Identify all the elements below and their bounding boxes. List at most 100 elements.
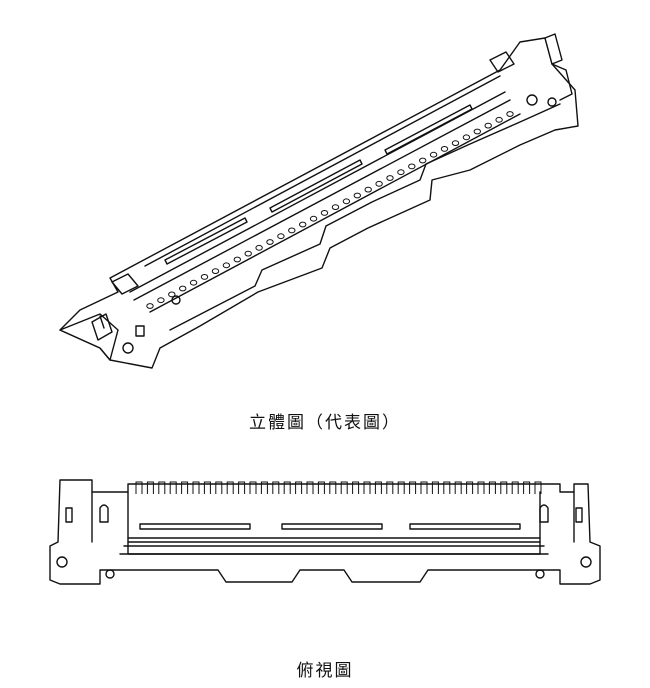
contact-pin xyxy=(157,297,165,304)
comb-tooth xyxy=(192,481,200,494)
comb-tooth xyxy=(340,481,348,494)
contact-pin xyxy=(484,122,492,129)
contact-pin xyxy=(146,303,154,309)
comb-tooth xyxy=(146,481,154,494)
comb-tooth xyxy=(317,481,325,494)
contact-pin xyxy=(309,215,318,222)
right-clip xyxy=(575,507,583,523)
comb-tooth xyxy=(386,481,394,494)
back-ridge xyxy=(144,75,501,267)
contact-pin xyxy=(440,146,449,152)
top-slot-middle xyxy=(281,523,383,530)
right-latch-window xyxy=(489,51,515,73)
comb-tooth xyxy=(238,481,246,494)
upper-slot-middle xyxy=(269,159,363,213)
comb-tooth xyxy=(306,481,314,494)
contact-pin xyxy=(375,180,383,187)
comb-tooth xyxy=(329,481,337,494)
right-latch-window-top xyxy=(539,504,549,523)
comb-tooth xyxy=(158,481,166,494)
contact-pin xyxy=(495,116,503,123)
contact-pin xyxy=(451,140,460,146)
comb-tooth xyxy=(272,481,280,494)
contact-pin xyxy=(397,169,405,176)
comb-tooth xyxy=(203,481,211,494)
right-end-bracket xyxy=(551,63,573,101)
comb-tooth xyxy=(283,481,291,494)
contact-pin xyxy=(364,186,372,193)
contact-pin xyxy=(299,221,307,228)
comb-tooth xyxy=(215,481,223,494)
contact-pin xyxy=(277,233,285,240)
upper-slot-left xyxy=(164,217,248,265)
comb-tooth xyxy=(500,481,508,494)
top-pin-comb xyxy=(135,481,542,494)
comb-tooth xyxy=(466,481,474,494)
comb-tooth xyxy=(374,481,382,494)
comb-tooth xyxy=(169,481,177,494)
contact-pin xyxy=(353,192,361,199)
comb-tooth xyxy=(477,481,485,494)
contact-pin xyxy=(320,210,329,216)
contact-pin xyxy=(200,274,209,280)
top-slot-right xyxy=(409,523,521,530)
contact-pin xyxy=(266,239,274,245)
contact-pin xyxy=(429,151,438,158)
comb-tooth xyxy=(488,481,496,494)
comb-tooth xyxy=(135,481,143,494)
perspective-caption: 立體圖（代表圖） xyxy=(249,413,401,433)
comb-tooth xyxy=(363,481,371,494)
comb-tooth xyxy=(523,481,531,494)
comb-tooth xyxy=(534,481,542,494)
contact-pin xyxy=(408,163,416,170)
comb-tooth xyxy=(226,481,234,494)
comb-tooth xyxy=(443,481,451,494)
left-clip xyxy=(65,507,73,523)
contact-pin xyxy=(189,279,198,286)
right-upper-hole xyxy=(526,94,538,106)
perspective-drawing-svg xyxy=(59,33,579,369)
contact-pin-row xyxy=(146,111,514,309)
contact-pin xyxy=(419,157,427,164)
right-inner-hole-top xyxy=(535,569,545,579)
contact-pin xyxy=(233,256,242,263)
comb-tooth xyxy=(420,481,428,494)
comb-tooth xyxy=(511,481,519,494)
left-mount-hole xyxy=(122,342,134,354)
left-upper-hole xyxy=(171,295,181,305)
left-mount-hole-top xyxy=(56,556,68,568)
lower-rail xyxy=(119,537,549,555)
right-end-tab xyxy=(544,33,563,65)
lower-skirt xyxy=(169,103,561,331)
contact-pin xyxy=(211,268,220,275)
contact-pin xyxy=(342,198,351,205)
comb-tooth xyxy=(249,481,257,494)
comb-tooth xyxy=(295,481,303,494)
upper-slot-right xyxy=(384,104,473,155)
right-mount-hole xyxy=(547,97,557,107)
right-mount-hole-top xyxy=(580,556,592,568)
contact-pin xyxy=(506,111,514,117)
comb-tooth xyxy=(181,481,189,494)
left-latch xyxy=(91,313,113,341)
contact-pin xyxy=(386,175,394,181)
left-latch-window xyxy=(111,273,139,295)
top-view-outline xyxy=(49,479,601,585)
contact-pin xyxy=(255,244,263,251)
perspective-drawing xyxy=(0,30,650,370)
comb-tooth xyxy=(352,481,360,494)
comb-tooth xyxy=(260,481,268,494)
contact-pin xyxy=(473,128,481,135)
connector-body-outline xyxy=(59,37,579,369)
contact-pin xyxy=(244,250,252,257)
top-view-drawing xyxy=(0,470,650,600)
contact-pin xyxy=(462,134,471,141)
comb-tooth xyxy=(409,481,417,494)
comb-tooth xyxy=(431,481,439,494)
top-view-caption: 俯視圖 xyxy=(296,661,354,681)
contact-pin xyxy=(179,285,187,292)
contact-pin xyxy=(222,262,231,269)
left-inner-hole-top xyxy=(105,569,115,579)
contact-pin xyxy=(288,227,296,234)
comb-tooth xyxy=(397,481,405,494)
